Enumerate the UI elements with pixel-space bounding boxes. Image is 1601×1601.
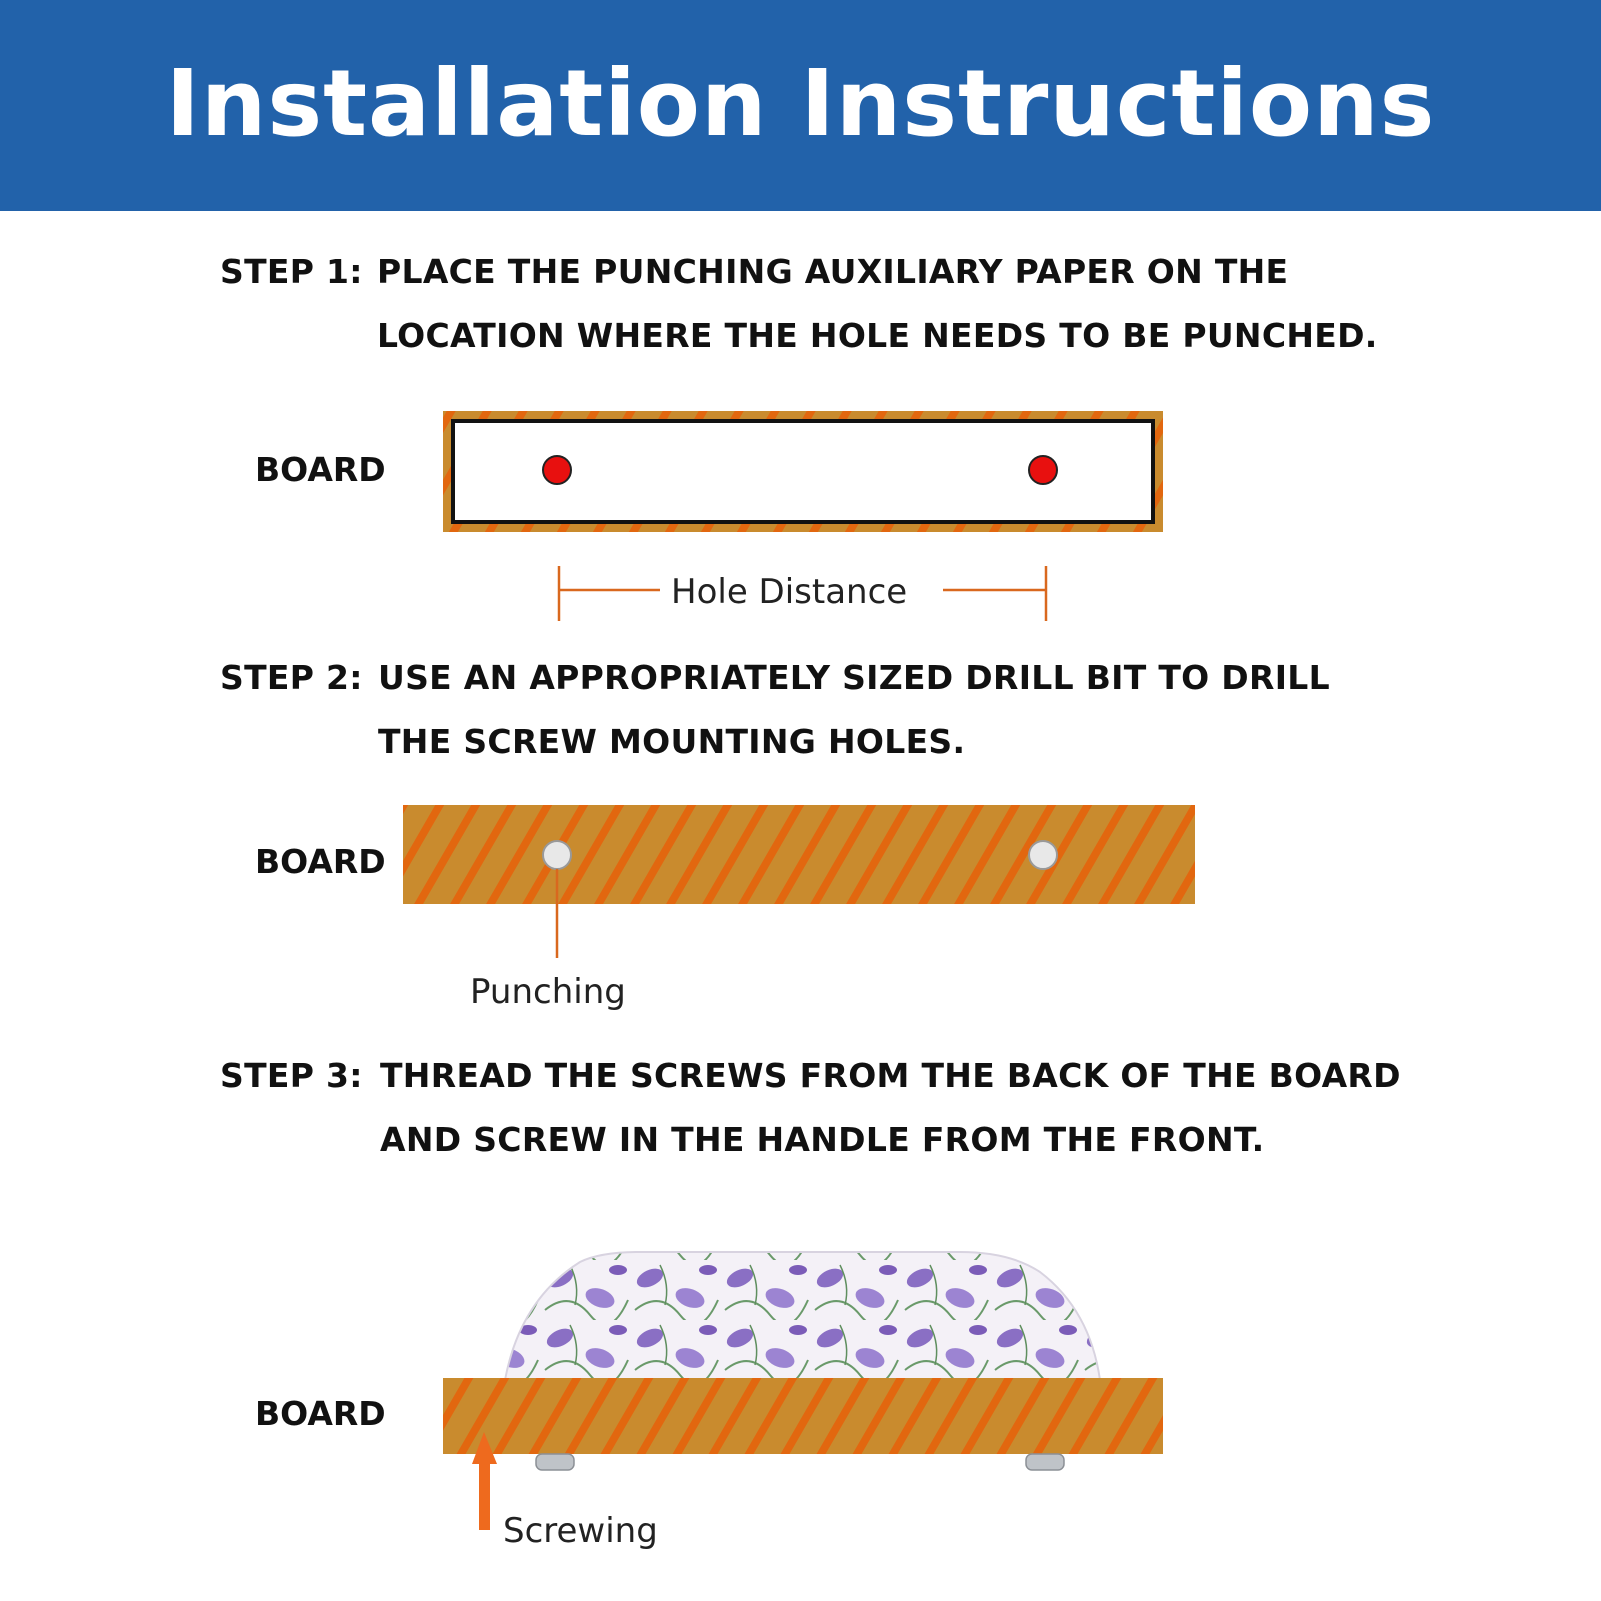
drilled-hole-right (1028, 840, 1058, 870)
step-2-line-1: USE AN APPROPRIATELY SIZED DRILL BIT TO … (378, 658, 1330, 697)
board-wood (443, 1378, 1163, 1454)
screwing-arrow-shaft (479, 1460, 490, 1530)
step-1-label: STEP 1: (220, 252, 363, 291)
step-2-board (403, 805, 1195, 958)
hole-marker-right (1028, 455, 1058, 485)
punching-caption: Punching (470, 972, 626, 1012)
step-2-line-2: THE SCREW MOUNTING HOLES. (378, 722, 966, 761)
drilled-hole-left (542, 840, 572, 870)
step-3-line-2: AND SCREW IN THE HANDLE FROM THE FRONT. (380, 1120, 1265, 1159)
hole-marker-left (542, 455, 572, 485)
board-label-1: BOARD (255, 450, 386, 489)
hole-distance-dimension (557, 566, 1048, 621)
screw-head-right (1025, 1453, 1065, 1471)
step-3-label: STEP 3: (220, 1056, 363, 1095)
hole-distance-caption: Hole Distance (671, 572, 908, 612)
board-label-3: BOARD (255, 1394, 386, 1433)
step-1-board (443, 411, 1163, 532)
screw-head-left (535, 1453, 575, 1471)
step-3-line-1: THREAD THE SCREWS FROM THE BACK OF THE B… (380, 1056, 1401, 1095)
step-2-label: STEP 2: (220, 658, 363, 697)
floral-handle (503, 1251, 1102, 1381)
board-label-2: BOARD (255, 842, 386, 881)
screwing-arrow-icon (472, 1432, 497, 1464)
step-1-line-1: PLACE THE PUNCHING AUXILIARY PAPER ON TH… (377, 252, 1289, 291)
step-1-line-2: LOCATION WHERE THE HOLE NEEDS TO BE PUNC… (377, 316, 1378, 355)
board-wood (403, 805, 1195, 904)
header-banner: Installation Instructions (0, 0, 1601, 211)
screwing-caption: Screwing (503, 1511, 658, 1551)
step-3-assembly (443, 1251, 1163, 1530)
page-title: Installation Instructions (165, 50, 1436, 157)
